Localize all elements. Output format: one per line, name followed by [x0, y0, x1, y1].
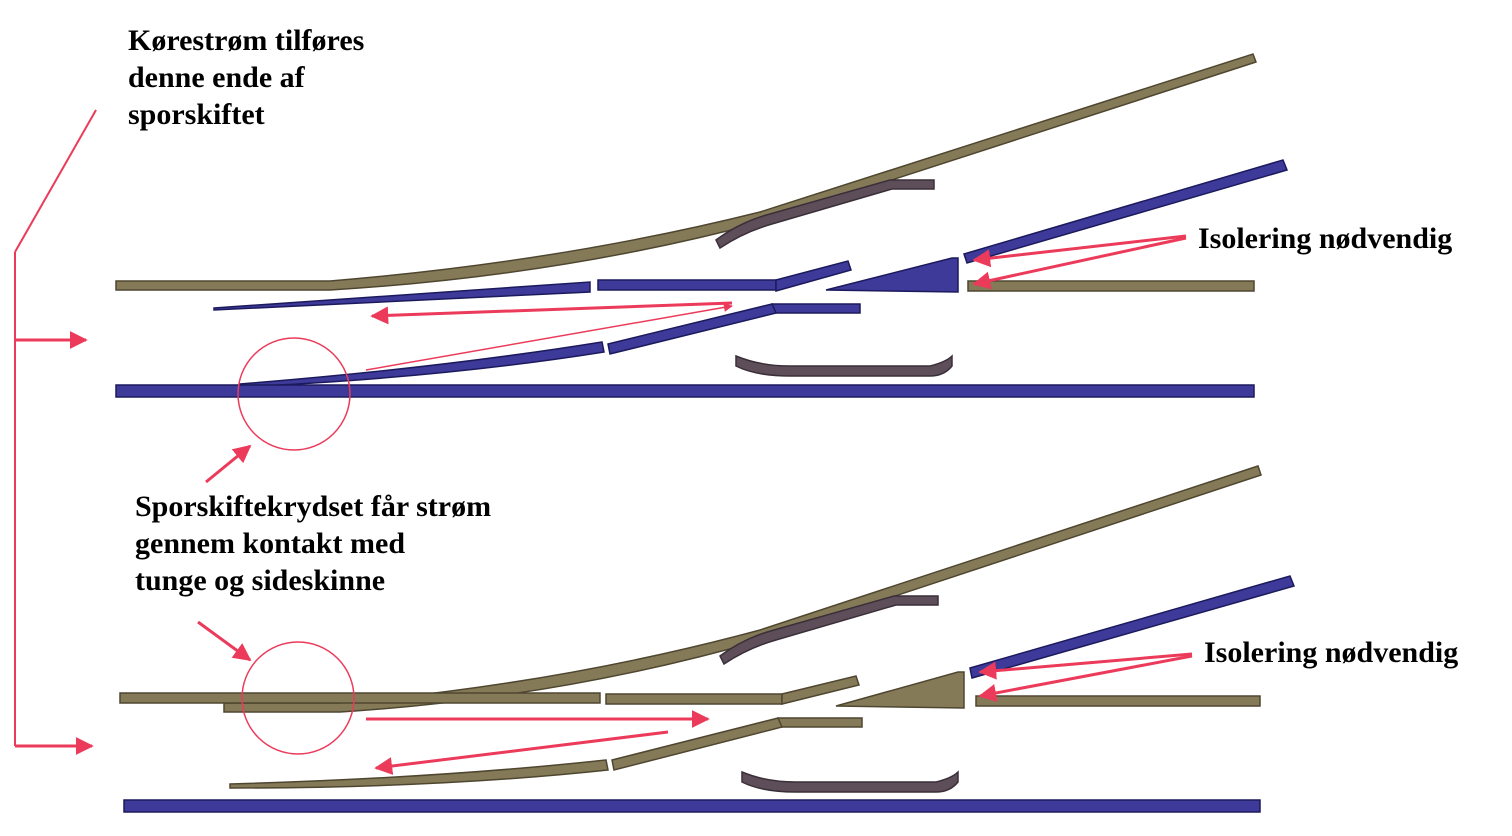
- feed-note-line-3: sporskiftet: [128, 98, 265, 131]
- wing-rail-upper: [775, 260, 852, 292]
- middle-stock-rail-b: [777, 717, 863, 728]
- current-arrow-left: [370, 301, 733, 325]
- frog-note-line-1: Sporskiftekrydset får strøm: [135, 490, 492, 523]
- isolation-note-bottom-text: Isolering nødvendig: [1204, 636, 1459, 669]
- frog-contact-circle-bottom: [241, 641, 355, 755]
- straight-rail-right: [967, 280, 1255, 292]
- check-rail-lower-b: [741, 770, 959, 793]
- feed-note: Kørestrøm tilføres denne ende af sporski…: [128, 22, 364, 133]
- turnout-bottom: [119, 465, 1296, 813]
- straight-stock-rail-lower-b: [123, 799, 1261, 813]
- frog-note-line-3: tunge og sideskinne: [135, 564, 386, 597]
- isolation-note-top-text: Isolering nødvendig: [1198, 222, 1453, 255]
- check-rail-upper-b: [719, 595, 939, 666]
- frog-note-arrow-bottom: [197, 620, 252, 662]
- middle-stock-rail: [771, 303, 861, 314]
- feed-note-line-1: Kørestrøm tilføres: [128, 24, 365, 57]
- straight-rail-right-b: [975, 695, 1261, 707]
- frog-note-arrow-top: [205, 444, 252, 484]
- straight-stock-rail-lower: [115, 384, 1255, 398]
- isolation-arrow-bottom-1: [978, 652, 1193, 680]
- check-rail-lower: [735, 354, 953, 377]
- isolation-arrow-top-2: [972, 236, 1187, 290]
- check-rail-upper: [715, 179, 935, 250]
- closure-rail-straight: [597, 279, 777, 291]
- wing-rail-upper-b: [781, 675, 860, 705]
- curved-closure-rail-continuation: [607, 303, 778, 355]
- current-arrow-left-b: [374, 730, 669, 775]
- frog-bottom: [835, 671, 965, 709]
- frog-note-line-2: gennem kontakt med: [135, 527, 406, 560]
- isolation-arrow-bottom-2: [978, 654, 1193, 702]
- straight-rail-left-b: [119, 692, 601, 704]
- isolation-arrow-top-1: [972, 234, 1187, 268]
- curved-closure-rail: [239, 341, 605, 388]
- feed-leader-line: [14, 109, 97, 253]
- feed-bracket: [14, 109, 97, 755]
- feed-note-line-2: denne ende af: [128, 61, 305, 94]
- curved-closure-rail-continuation-b: [611, 717, 784, 771]
- curved-closure-rail-b: [229, 759, 609, 789]
- diverging-closure-rail-b: [969, 575, 1296, 679]
- diverging-outer-rail: [115, 53, 1257, 291]
- frog-note: Sporskiftekrydset får strøm gennem konta…: [135, 488, 491, 599]
- frog-contact-circle-top: [237, 337, 351, 451]
- turnout-top: [115, 53, 1289, 484]
- frog-top: [825, 257, 959, 293]
- closure-rail-straight-b: [605, 693, 783, 705]
- isolation-note-top: Isolering nødvendig: [1198, 220, 1452, 257]
- diverging-closure-rail: [963, 159, 1289, 264]
- isolation-note-bottom: Isolering nødvendig: [1204, 634, 1458, 671]
- point-tongue-upper: [213, 281, 591, 311]
- current-arrow-right: [365, 302, 733, 371]
